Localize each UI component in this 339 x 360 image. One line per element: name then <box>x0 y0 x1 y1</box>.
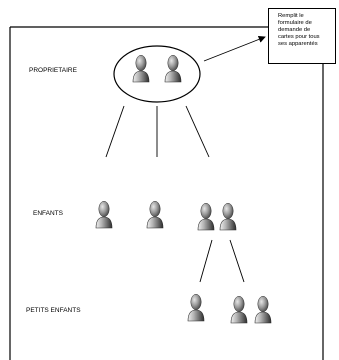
children-label: ENFANTS <box>33 210 63 217</box>
person-icon <box>187 293 205 322</box>
person-icon <box>230 295 248 324</box>
person-icon <box>132 54 150 83</box>
owner-label: PROPRIETAIRE <box>29 67 77 74</box>
note-line: cartes pour tous <box>278 34 320 40</box>
note-line: formulaire de <box>278 20 312 26</box>
owner-ellipse <box>113 45 201 103</box>
note-line: demande de <box>278 27 311 33</box>
person-icon <box>219 202 237 231</box>
note-line: Remplit le <box>278 13 304 19</box>
person-icon <box>164 54 182 83</box>
grandchildren-label: PETITS ENFANTS <box>26 307 81 314</box>
person-icon <box>95 200 113 229</box>
note-box: Remplit le formulaire de demande de cart… <box>268 8 336 64</box>
note-arrow <box>203 35 266 62</box>
person-icon <box>146 200 164 229</box>
person-icon <box>197 202 215 231</box>
connector-line <box>229 239 245 283</box>
connector-line <box>199 239 213 283</box>
connector-line <box>105 105 125 158</box>
connector-line <box>185 105 210 158</box>
person-icon <box>254 295 272 324</box>
note-line: ses apparentés <box>278 41 318 47</box>
